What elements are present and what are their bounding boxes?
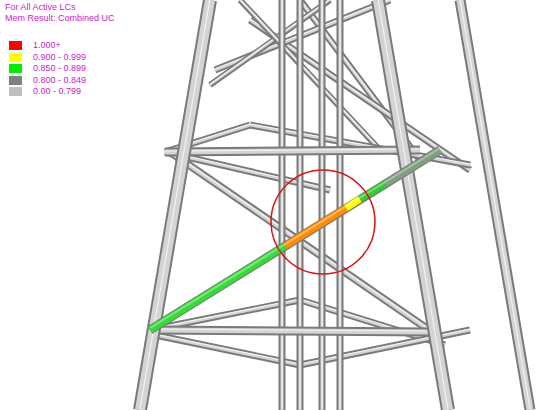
legend-swatch: [9, 87, 22, 96]
legend-text: 1.000+: [33, 40, 61, 51]
legend-swatch: [9, 76, 22, 85]
member-tubes: [140, 0, 530, 410]
highlight-circle: [271, 170, 375, 274]
legend-text: 0.800 - 0.849: [33, 75, 86, 86]
legend-heading: Mem Result: Combined UC: [5, 13, 115, 24]
legend-swatch: [9, 64, 22, 73]
critical-member: [150, 148, 440, 330]
legend-swatch: [9, 41, 22, 50]
legend-text: 0.00 - 0.799: [33, 86, 81, 97]
legend-swatch: [9, 53, 22, 62]
legend-heading: For All Active LCs: [5, 2, 76, 13]
legend-text: 0.900 - 0.999: [33, 52, 86, 63]
legend-text: 0.850 - 0.899: [33, 63, 86, 74]
